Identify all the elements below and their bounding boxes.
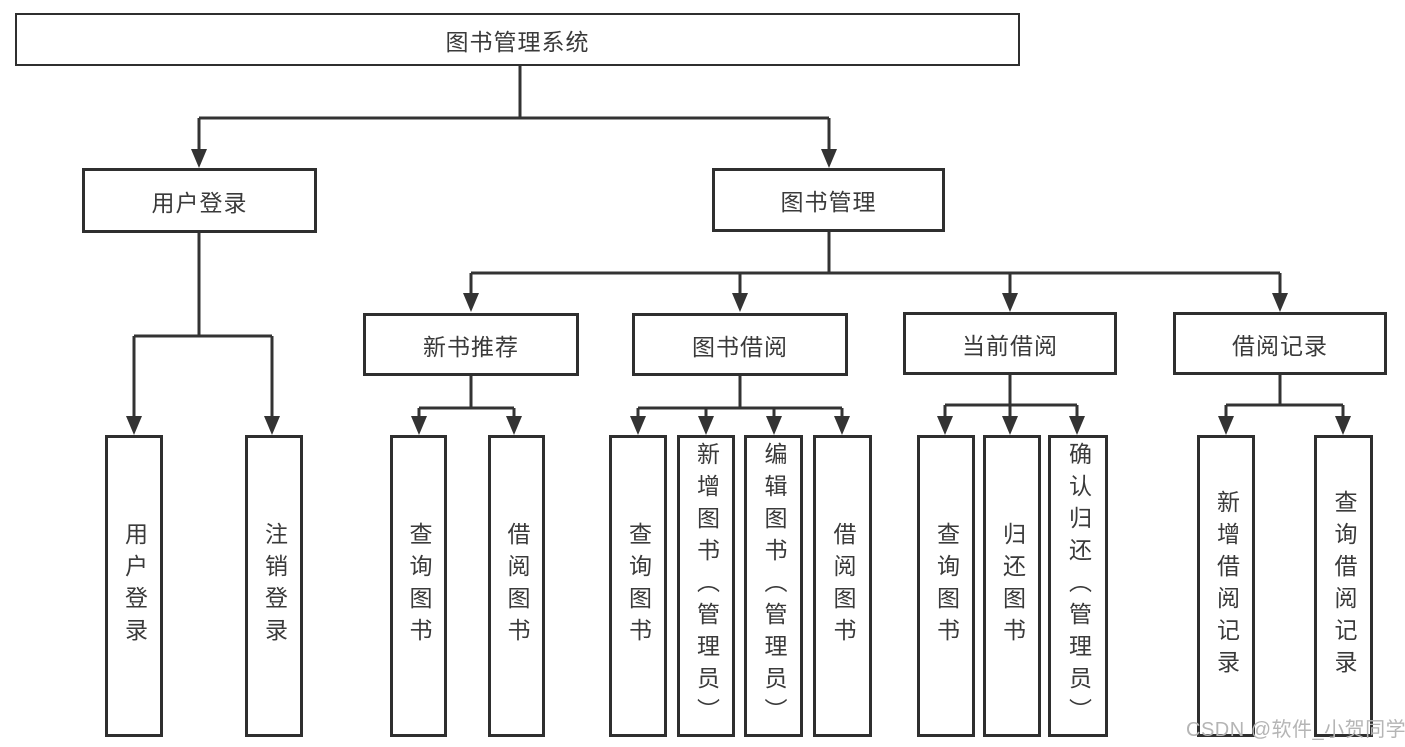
csdn-watermark: CSDN @软件_小贺同学 [1186,719,1405,741]
node-current-borrow-label: 当前借阅 [962,332,1058,359]
leaf-borrow-add-books-admin-label: 新增图书（管理员） [693,442,720,730]
node-new-book-recommend: 新书推荐 [363,313,579,376]
node-root-label: 图书管理系统 [445,28,590,55]
leaf-current-confirm-return-admin: 确认归还（管理员） [1048,435,1108,737]
node-new-book-recommend-label: 新书推荐 [423,333,519,360]
node-root-system: 图书管理系统 [15,13,1020,66]
leaf-record-query-borrow-record: 查询借阅记录 [1314,435,1373,737]
node-user-login-label: 用户登录 [151,189,248,216]
leaf-record-query-borrow-record-label: 查询借阅记录 [1331,490,1357,682]
leaf-borrow-edit-books-admin: 编辑图书（管理员） [744,435,803,737]
node-current-borrow: 当前借阅 [903,312,1117,375]
node-user-login: 用户登录 [82,168,317,233]
leaf-newbook-borrow-books: 借阅图书 [488,435,545,737]
arrowheads [126,149,1351,435]
leaf-record-add-borrow-record-label: 新增借阅记录 [1213,490,1240,682]
node-book-management: 图书管理 [712,168,945,232]
leaf-logout: 注销登录 [245,435,303,737]
leaf-borrow-edit-books-admin-label: 编辑图书（管理员） [761,442,787,730]
node-borrow-record-label: 借阅记录 [1232,332,1328,359]
leaf-borrow-add-books-admin: 新增图书（管理员） [677,435,735,737]
leaf-current-query-books: 查询图书 [917,435,975,737]
leaf-current-return-books: 归还图书 [983,435,1041,737]
leaf-current-query-books-label: 查询图书 [933,522,960,650]
leaf-record-add-borrow-record: 新增借阅记录 [1197,435,1255,737]
leaf-current-confirm-return-admin-label: 确认归还（管理员） [1065,442,1092,730]
leaf-current-return-books-label: 归还图书 [999,522,1026,650]
leaf-user-login-label: 用户登录 [121,522,148,650]
node-book-borrow-label: 图书借阅 [692,333,788,360]
leaf-newbook-borrow-books-label: 借阅图书 [504,522,530,650]
node-book-borrow: 图书借阅 [632,313,848,376]
leaf-borrow-borrow-books-label: 借阅图书 [830,522,856,650]
leaf-borrow-query-books-label: 查询图书 [625,522,652,650]
leaf-logout-label: 注销登录 [261,522,288,650]
node-borrow-record: 借阅记录 [1173,312,1387,375]
leaf-borrow-borrow-books: 借阅图书 [813,435,872,737]
node-book-management-label: 图书管理 [780,189,877,215]
leaf-newbook-query-books-label: 查询图书 [406,522,432,650]
leaf-user-login: 用户登录 [105,435,163,737]
leaf-newbook-query-books: 查询图书 [390,435,447,737]
leaf-borrow-query-books: 查询图书 [609,435,667,737]
